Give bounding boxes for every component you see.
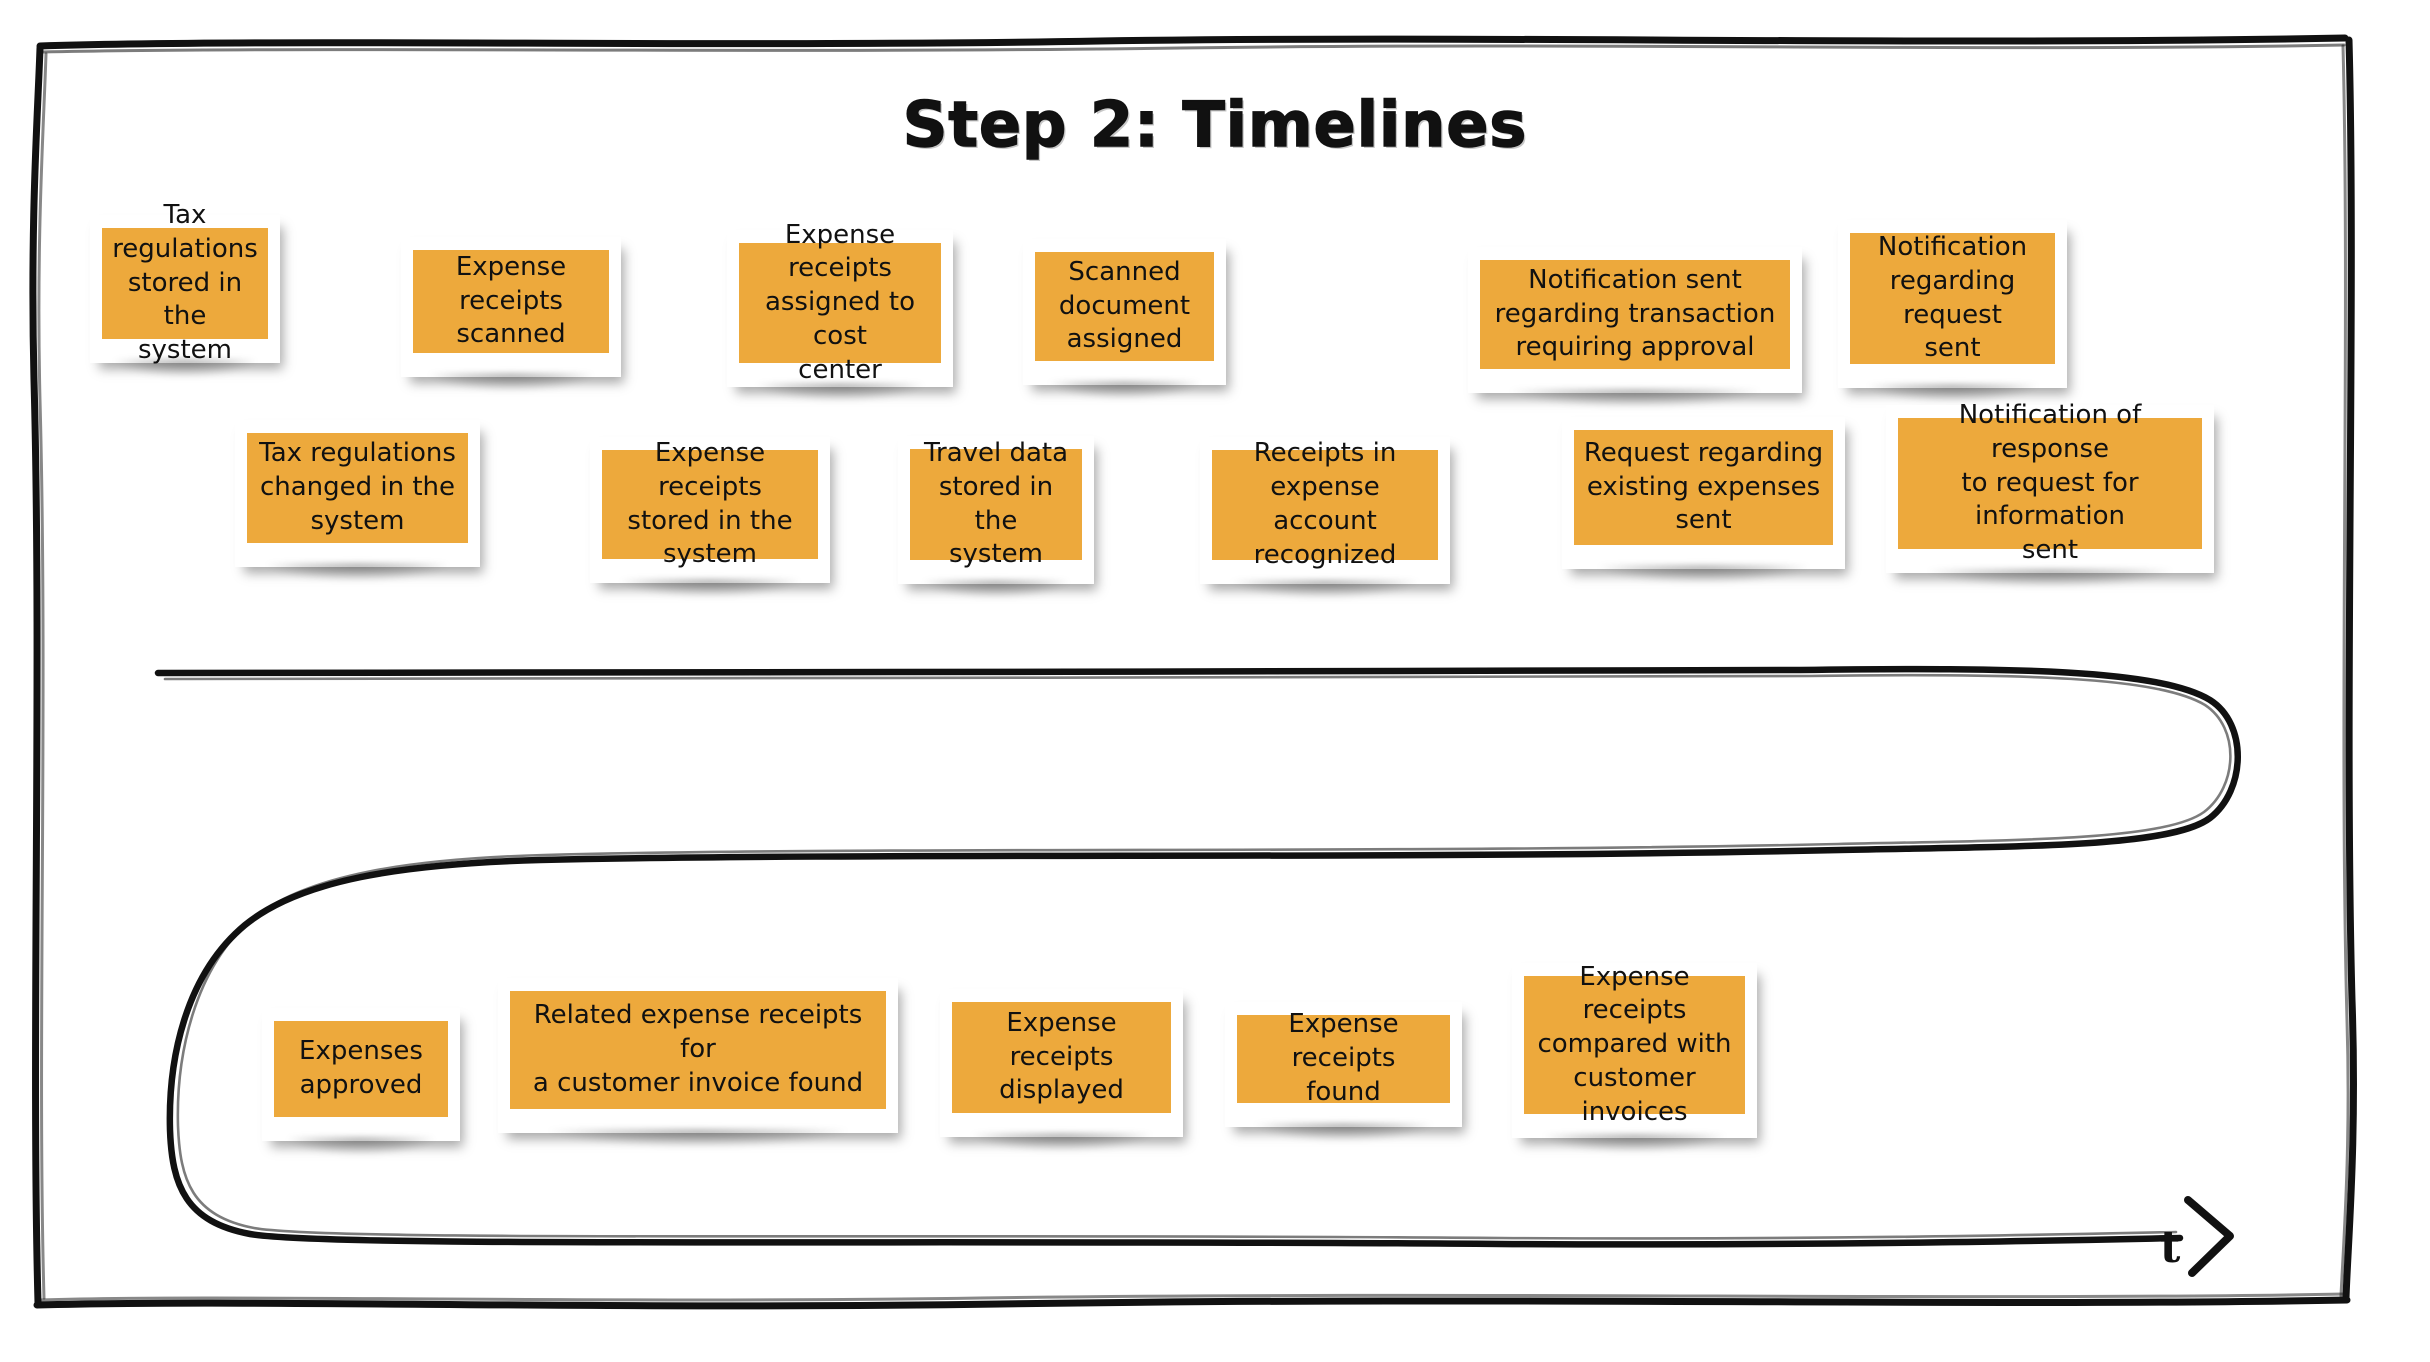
sticky-note-text: Expense receipts found (1237, 1009, 1450, 1107)
sticky-note-text: Receipts in expense account recognized (1212, 438, 1438, 570)
sticky-note-text: Tax regulations changed in the system (247, 433, 468, 543)
sticky-note-notification-transaction-approval[interactable]: Notification sent regarding transaction … (1468, 247, 1802, 393)
sticky-note-expense-receipts-cost-center[interactable]: Expense receipts assigned to cost center (727, 220, 953, 387)
sticky-note-notification-request-sent[interactable]: Notification regarding request sent (1838, 220, 2067, 388)
sticky-note-expense-receipts-displayed[interactable]: Expense receipts displayed (940, 989, 1183, 1137)
sticky-note-text: Notification sent regarding transaction … (1480, 260, 1790, 369)
sticky-note-text: Expense receipts compared with customer … (1524, 962, 1745, 1127)
page-title: Step 2: Timelines (902, 87, 1528, 162)
sticky-note-text: Scanned document assigned (1035, 252, 1214, 361)
sticky-note-tax-regulations-changed[interactable]: Tax regulations changed in the system (235, 420, 480, 567)
sticky-note-expenses-approved[interactable]: Expenses approved (262, 1008, 460, 1141)
sticky-note-text: Related expense receipts for a customer … (510, 991, 886, 1109)
sticky-note-expense-receipts-found[interactable]: Expense receipts found (1225, 1002, 1462, 1127)
sticky-note-text: Notification of response to request for … (1898, 400, 2202, 565)
sticky-note-receipts-expense-account[interactable]: Receipts in expense account recognized (1200, 437, 1450, 584)
sticky-note-related-receipts-customer-invoice[interactable]: Related expense receipts for a customer … (498, 978, 898, 1133)
sticky-note-text: Expense receipts scanned (413, 250, 609, 353)
timeline-axis-label: t (2160, 1222, 2181, 1273)
sticky-note-text: Expense receipts stored in the system (602, 438, 818, 569)
sticky-note-text: Tax regulations stored in the system (102, 200, 268, 365)
sticky-note-text: Travel data stored in the system (910, 438, 1082, 569)
sticky-note-text: Expenses approved (274, 1021, 448, 1117)
sticky-note-travel-data-stored[interactable]: Travel data stored in the system (898, 436, 1094, 584)
sticky-note-text: Request regarding existing expenses sent (1574, 430, 1833, 545)
sticky-note-scanned-document-assigned[interactable]: Scanned document assigned (1023, 239, 1226, 385)
sticky-note-expense-receipts-scanned[interactable]: Expense receipts scanned (401, 237, 621, 377)
sticky-note-expense-receipts-stored[interactable]: Expense receipts stored in the system (590, 437, 830, 583)
sticky-note-notification-response-information[interactable]: Notification of response to request for … (1886, 400, 2214, 573)
sticky-note-receipts-compared-invoices[interactable]: Expense receipts compared with customer … (1512, 962, 1757, 1138)
sticky-note-tax-regulations-stored[interactable]: Tax regulations stored in the system (90, 200, 280, 365)
sticky-note-text: Notification regarding request sent (1850, 232, 2055, 364)
sticky-note-text: Expense receipts displayed (952, 1002, 1171, 1113)
sticky-note-text: Expense receipts assigned to cost center (739, 220, 941, 385)
sticky-note-request-existing-expenses[interactable]: Request regarding existing expenses sent (1562, 417, 1845, 569)
